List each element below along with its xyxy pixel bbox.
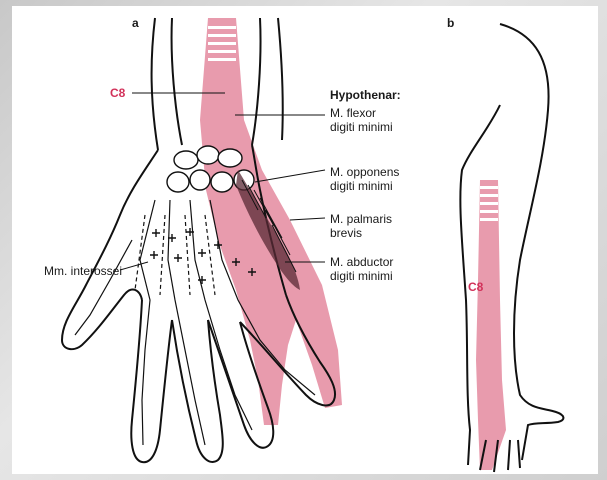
- hypothenar-heading: Hypothenar:: [330, 88, 401, 102]
- muscle-label-line: brevis: [330, 226, 362, 240]
- muscle-label-opponens: M. opponens digiti minimi: [330, 165, 399, 193]
- muscle-label-line: M. abductor: [330, 255, 393, 269]
- muscle-label-flexor: M. flexor digiti minimi: [330, 106, 393, 134]
- dermatome-band-b: [476, 180, 506, 470]
- panel-a-letter: a: [132, 16, 139, 30]
- panel-b-letter: b: [447, 16, 454, 30]
- muscle-label-line: digiti minimi: [330, 269, 393, 283]
- muscle-label-palmaris: M. palmaris brevis: [330, 212, 392, 240]
- muscle-label-line: digiti minimi: [330, 179, 393, 193]
- interossei-muscles: [135, 215, 215, 295]
- muscle-label-line: M. palmaris: [330, 212, 392, 226]
- muscle-label-line: M. flexor: [330, 106, 376, 120]
- interossei-label: Mm. interossei: [44, 264, 122, 278]
- muscle-label-line: digiti minimi: [330, 120, 393, 134]
- arm-outline: [460, 24, 563, 472]
- dermatome-label-b: C8: [468, 280, 483, 294]
- muscle-label-abductor: M. abductor digiti minimi: [330, 255, 393, 283]
- dermatome-label-a: C8: [110, 86, 125, 100]
- muscle-label-line: M. opponens: [330, 165, 399, 179]
